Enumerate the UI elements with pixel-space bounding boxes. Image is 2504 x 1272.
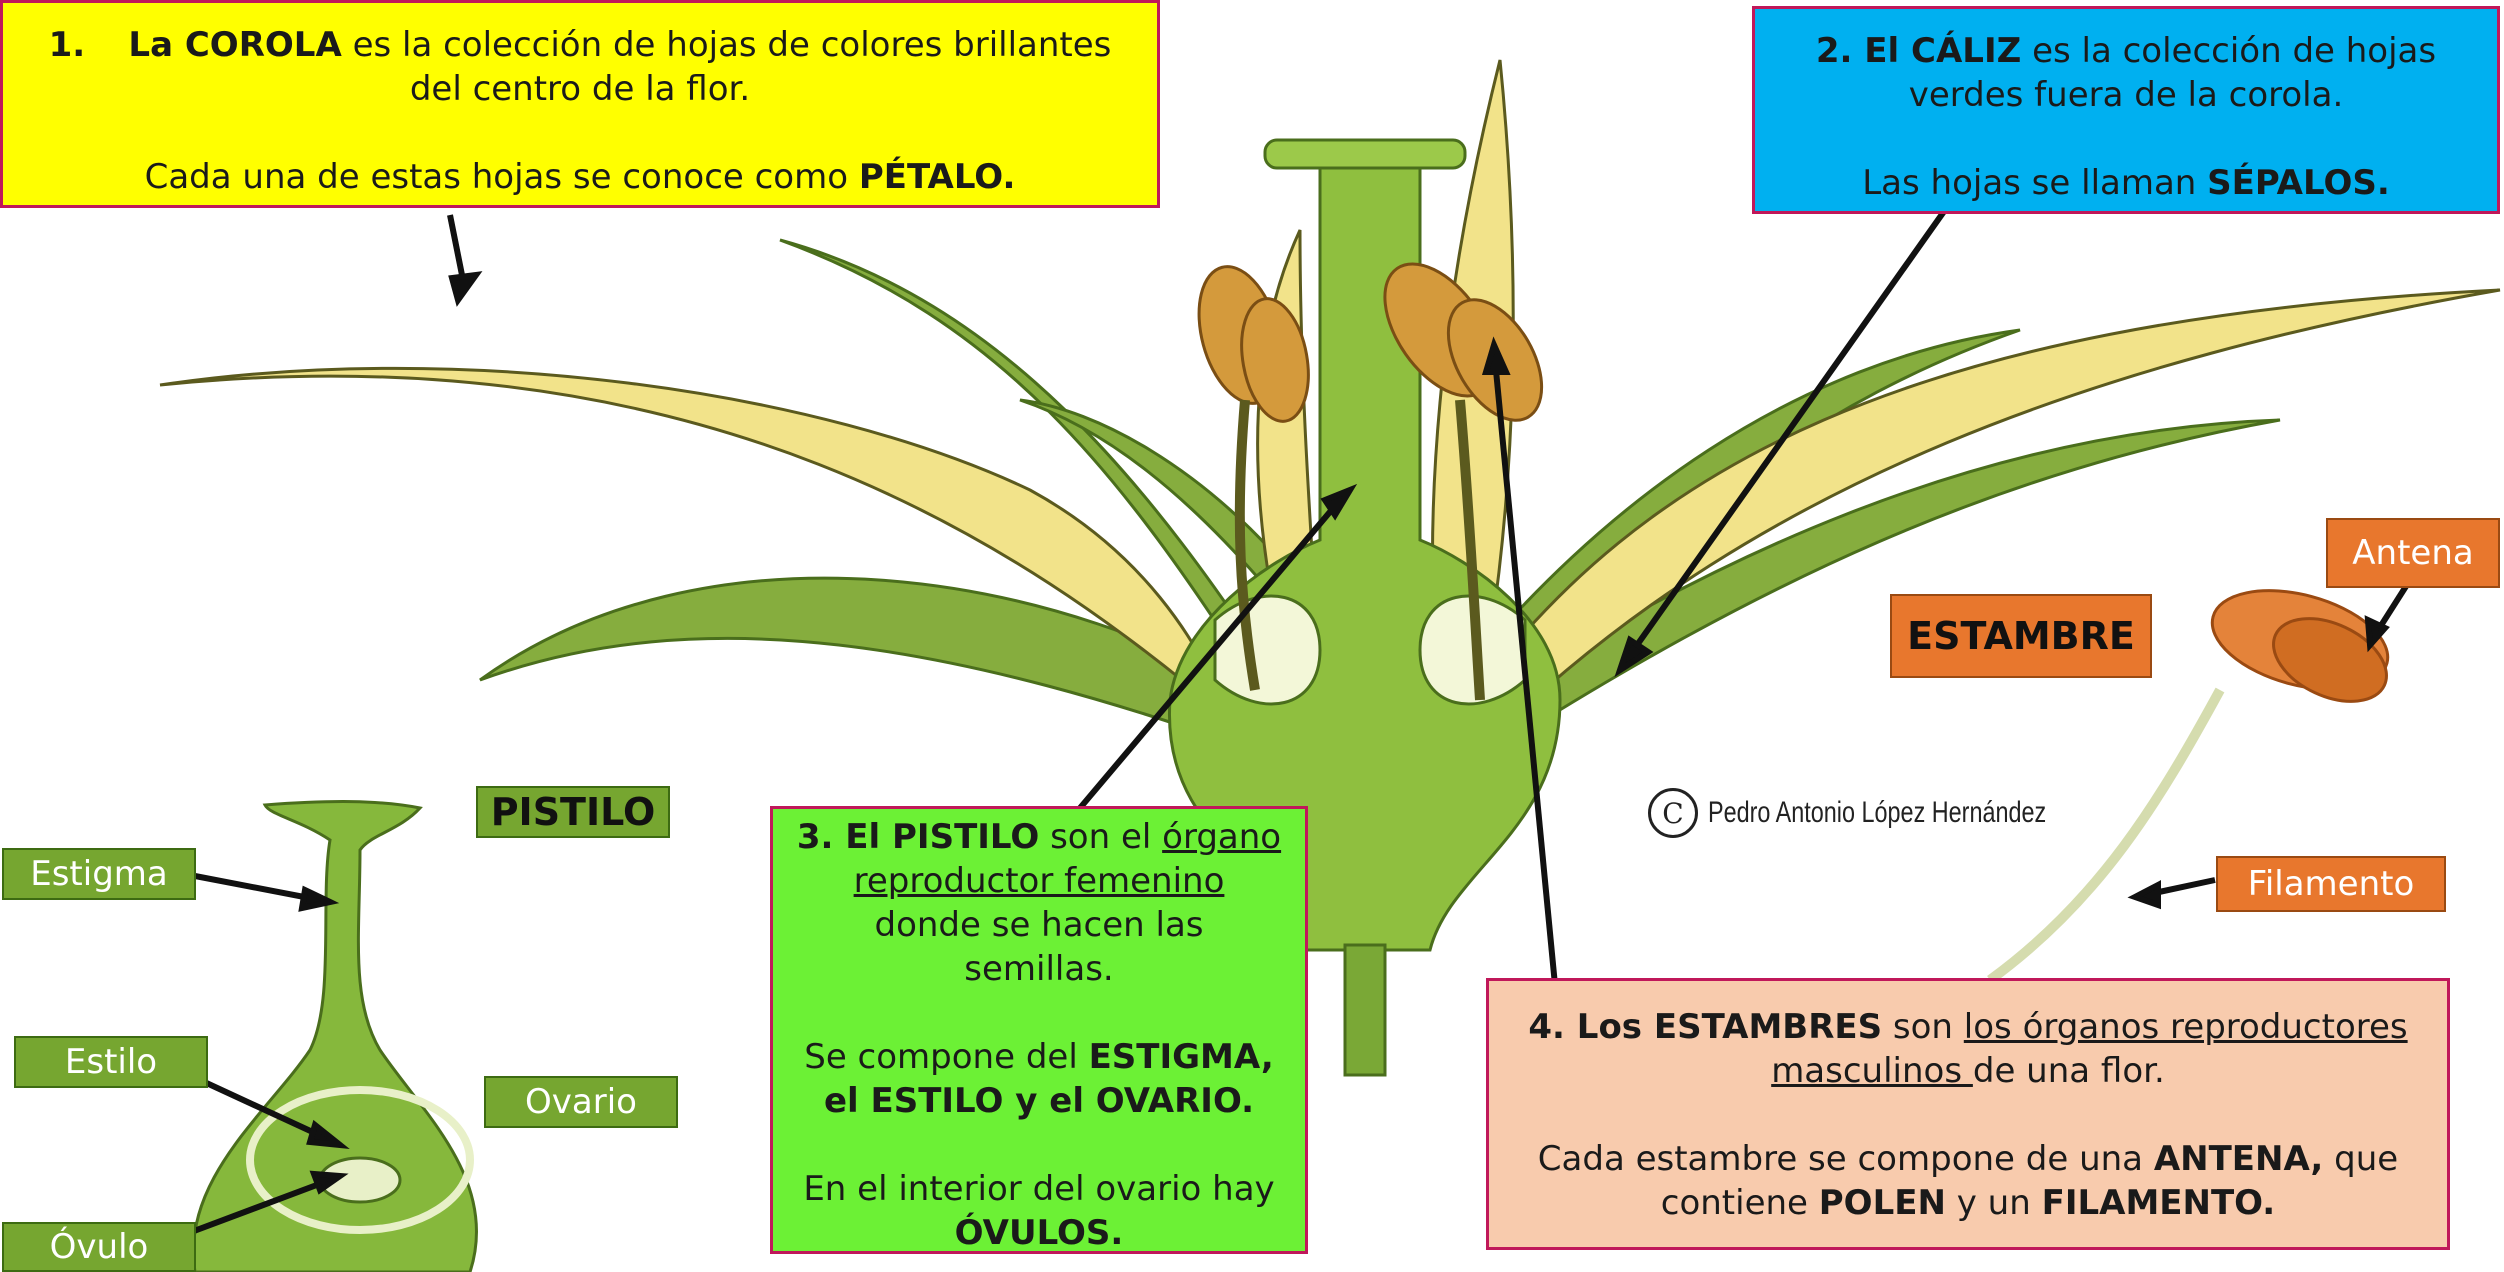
estambres-line3-post: que — [2323, 1139, 2399, 1179]
pistilo-line5: Se compone del — [804, 1037, 1089, 1077]
copyright-credit: C Pedro Antonio López Hernández — [1648, 788, 2142, 838]
pistilo-text-mid: son el — [1039, 817, 1163, 857]
caliz-definition: es la colección de hojas — [2021, 31, 2437, 71]
pistilo-box: 3. El PISTILO son el órgano reproductor … — [770, 806, 1308, 1254]
estambres-underline-1: los órganos reproductores — [1963, 1007, 2408, 1047]
corola-line3: Cada una de estas hojas se conoce como — [144, 157, 859, 197]
estambres-text-mid: son — [1882, 1007, 1964, 1047]
filamento-label: Filamento — [2216, 856, 2446, 912]
estilo-label: Estilo — [14, 1036, 208, 1088]
corola-term: La COROLA — [128, 25, 342, 65]
estambres-antena-term: ANTENA, — [2153, 1139, 2324, 1179]
corola-number: 1. — [48, 25, 86, 65]
copyright-icon: C — [1648, 788, 1698, 838]
antena-label: Antena — [2326, 518, 2500, 588]
corola-line2: del centro de la flor. — [409, 69, 751, 109]
estambres-term: 4. Los ESTAMBRES — [1528, 1007, 1883, 1047]
pistil-detail-drawing — [191, 800, 478, 1272]
estambres-filamento-term: FILAMENTO. — [2041, 1183, 2276, 1223]
stamens-drawing — [1197, 262, 1544, 701]
estambres-line2-rest: de una flor. — [1972, 1051, 2165, 1091]
pistilo-ovulos-term: ÓVULOS. — [954, 1213, 1124, 1253]
pistilo-term: 3. El PISTILO — [796, 817, 1040, 857]
pistilo-line3: donde se hacen las — [874, 905, 1204, 945]
corola-petalo-term: PÉTALO. — [858, 157, 1016, 197]
ovario-label: Ovario — [484, 1076, 678, 1128]
estambres-polen-term: POLEN — [1818, 1183, 1946, 1223]
pistilo-line7: En el interior del ovario hay — [803, 1169, 1275, 1209]
ovulo-label: Óvulo — [2, 1222, 196, 1272]
pistilo-estigma-term: ESTIGMA, — [1088, 1037, 1274, 1077]
corola-box: 1. La COROLA es la colección de hojas de… — [0, 0, 1160, 208]
stamen-detail-drawing — [1987, 589, 2390, 985]
estambres-line4-mid: y un — [1945, 1183, 2042, 1223]
pistilo-line6: el ESTILO y el OVARIO. — [823, 1081, 1255, 1121]
caliz-sepalos-term: SÉPALOS. — [2207, 163, 2390, 203]
corola-definition: es la colección de hojas de colores bril… — [341, 25, 1112, 65]
estigma-label: Estigma — [2, 848, 196, 900]
caliz-box: 2. El CÁLIZ es la colección de hojas ver… — [1752, 6, 2500, 214]
caliz-line2: verdes fuera de la corola. — [1908, 75, 2344, 115]
credit-text: Pedro Antonio López Hernández — [1708, 796, 2047, 829]
arrows — [168, 208, 2413, 1243]
caliz-line3: Las hojas se llaman — [1862, 163, 2208, 203]
pistilo-title: PISTILO — [476, 786, 670, 838]
estambre-title: ESTAMBRE — [1890, 594, 2152, 678]
caliz-term: 2. El CÁLIZ — [1815, 31, 2022, 71]
pistil-drawing — [1168, 138, 1562, 1077]
pistilo-underline-1: órgano — [1162, 817, 1282, 857]
estambres-underline-2: masculinos — [1771, 1051, 1973, 1091]
estambres-box: 4. Los ESTAMBRES son los órganos reprodu… — [1486, 978, 2450, 1250]
estambres-line3: Cada estambre se compone de una — [1537, 1139, 2154, 1179]
estambres-line4: contiene — [1660, 1183, 1819, 1223]
pistilo-underline-2: reproductor femenino — [853, 861, 1225, 901]
pistilo-line4: semillas. — [964, 949, 1114, 989]
